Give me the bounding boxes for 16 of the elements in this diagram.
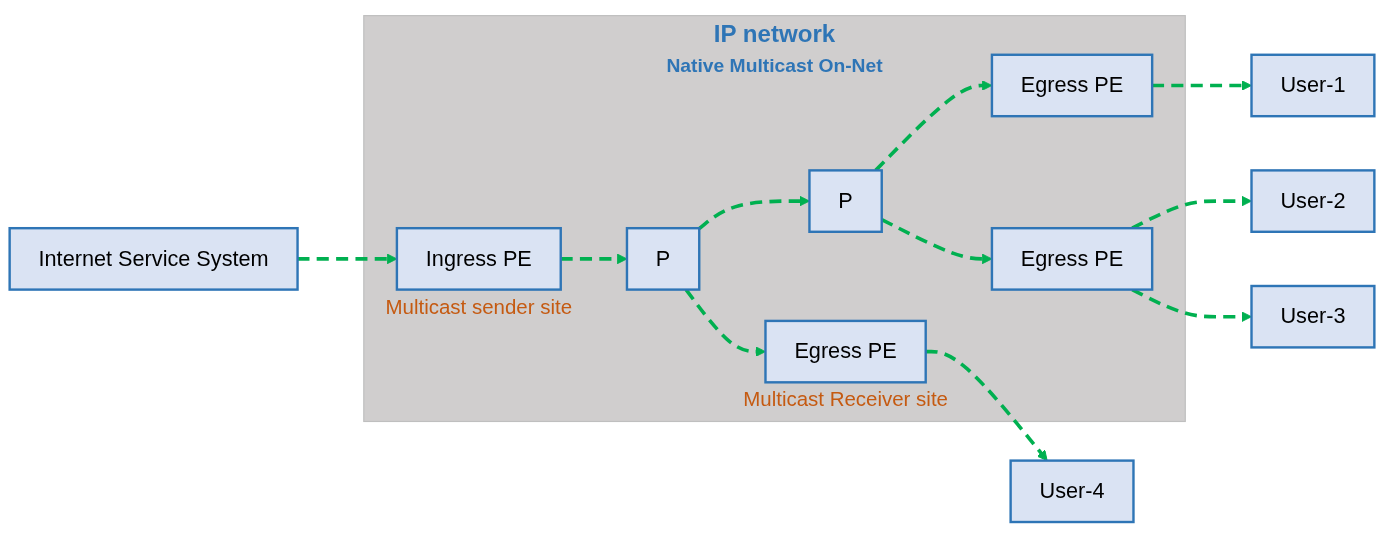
node-box: Egress PE [990,226,1154,291]
site-caption: Multicast Receiver site [743,387,948,411]
node-box: Egress PE [990,53,1154,118]
node-box: User-3 [1250,284,1376,349]
arrow [1152,79,1252,91]
node-box: User-2 [1250,168,1376,233]
arrow [925,349,1048,461]
node-box: P [625,226,701,291]
node-box: P [808,168,883,233]
node-box: User-4 [1009,459,1135,523]
node-box: Egress PE [764,319,927,384]
node-box: Ingress PE [395,226,562,291]
node-box: Internet Service System [8,226,299,291]
node-box: User-1 [1250,53,1376,118]
arrow [698,195,810,230]
site-caption: Multicast sender site [385,294,573,318]
